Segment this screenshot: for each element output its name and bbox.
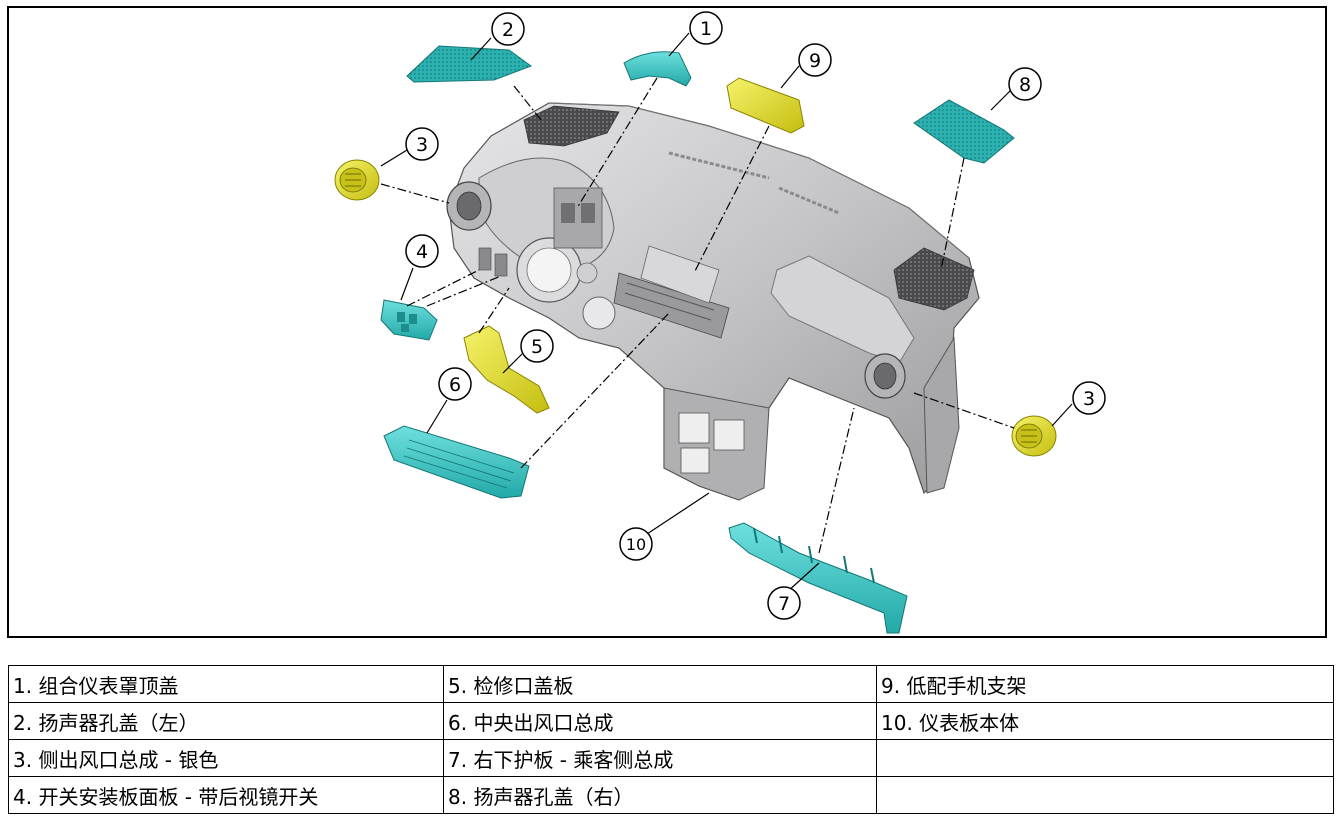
part-8-right-speaker-cover	[913, 99, 1015, 164]
svg-text:9: 9	[809, 50, 821, 72]
legend-cell: 8. 扬声器孔盖（右）	[443, 776, 877, 814]
legend-cell: 7. 右下护板 - 乘客侧总成	[443, 739, 877, 777]
part-2-left-speaker-cover	[406, 45, 533, 83]
exploded-view-diagram: 1 2 3 4 5 6 7	[7, 6, 1327, 638]
part-1-cluster-hood-cover	[623, 51, 692, 87]
legend-cell: 10. 仪表板本体	[876, 702, 1334, 740]
callout-10: 10	[619, 527, 653, 561]
callout-5: 5	[520, 329, 554, 363]
legend-cell: 2. 扬声器孔盖（左）	[8, 702, 444, 740]
legend-cell	[876, 776, 1334, 814]
legend-cell	[876, 739, 1334, 777]
legend-cell: 5. 检修口盖板	[443, 665, 877, 703]
svg-text:2: 2	[502, 19, 514, 41]
svg-text:8: 8	[1019, 74, 1031, 96]
callout-2: 2	[491, 12, 525, 46]
part-6-center-vent-assembly	[383, 425, 530, 499]
svg-text:6: 6	[449, 374, 461, 396]
part-3-right-side-vent	[1011, 415, 1057, 457]
legend-cell: 6. 中央出风口总成	[443, 702, 877, 740]
callout-7: 7	[767, 586, 801, 620]
callout-6: 6	[438, 367, 472, 401]
callout-8: 8	[1008, 67, 1042, 101]
dashboard-body	[446, 102, 980, 501]
svg-text:7: 7	[778, 593, 790, 615]
callout-4: 4	[405, 234, 439, 268]
callout-3-left: 3	[405, 127, 439, 161]
legend-row: 4. 开关安装板面板 - 带后视镜开关 8. 扬声器孔盖（右）	[8, 776, 1334, 814]
legend-row: 1. 组合仪表罩顶盖 5. 检修口盖板 9. 低配手机支架	[8, 665, 1334, 703]
legend-row: 3. 侧出风口总成 - 银色 7. 右下护板 - 乘客侧总成	[8, 739, 1334, 777]
legend-cell: 4. 开关安装板面板 - 带后视镜开关	[8, 776, 444, 814]
part-4-switch-panel	[380, 299, 438, 341]
part-3-left-side-vent	[334, 159, 380, 201]
legend-cell: 9. 低配手机支架	[876, 665, 1334, 703]
legend-cell: 1. 组合仪表罩顶盖	[8, 665, 444, 703]
leader-lines	[380, 77, 1015, 554]
svg-text:5: 5	[531, 336, 543, 358]
callout-3-right: 3	[1072, 381, 1106, 415]
callout-1: 1	[689, 11, 723, 45]
svg-text:3: 3	[1083, 388, 1095, 410]
part-7-lower-trim-panel	[728, 522, 908, 634]
svg-text:3: 3	[416, 134, 428, 156]
diagram-canvas: 1 2 3 4 5 6 7	[334, 11, 1106, 634]
svg-text:10: 10	[626, 535, 646, 554]
callout-leaders	[380, 32, 1073, 593]
callout-9: 9	[798, 43, 832, 77]
svg-text:1: 1	[700, 18, 712, 40]
legend-cell: 3. 侧出风口总成 - 银色	[8, 739, 444, 777]
parts-legend-table: 1. 组合仪表罩顶盖 5. 检修口盖板 9. 低配手机支架 2. 扬声器孔盖（左…	[8, 665, 1334, 814]
part-9-phone-holder	[726, 77, 805, 134]
svg-text:4: 4	[416, 241, 428, 263]
legend-row: 2. 扬声器孔盖（左） 6. 中央出风口总成 10. 仪表板本体	[8, 702, 1334, 740]
